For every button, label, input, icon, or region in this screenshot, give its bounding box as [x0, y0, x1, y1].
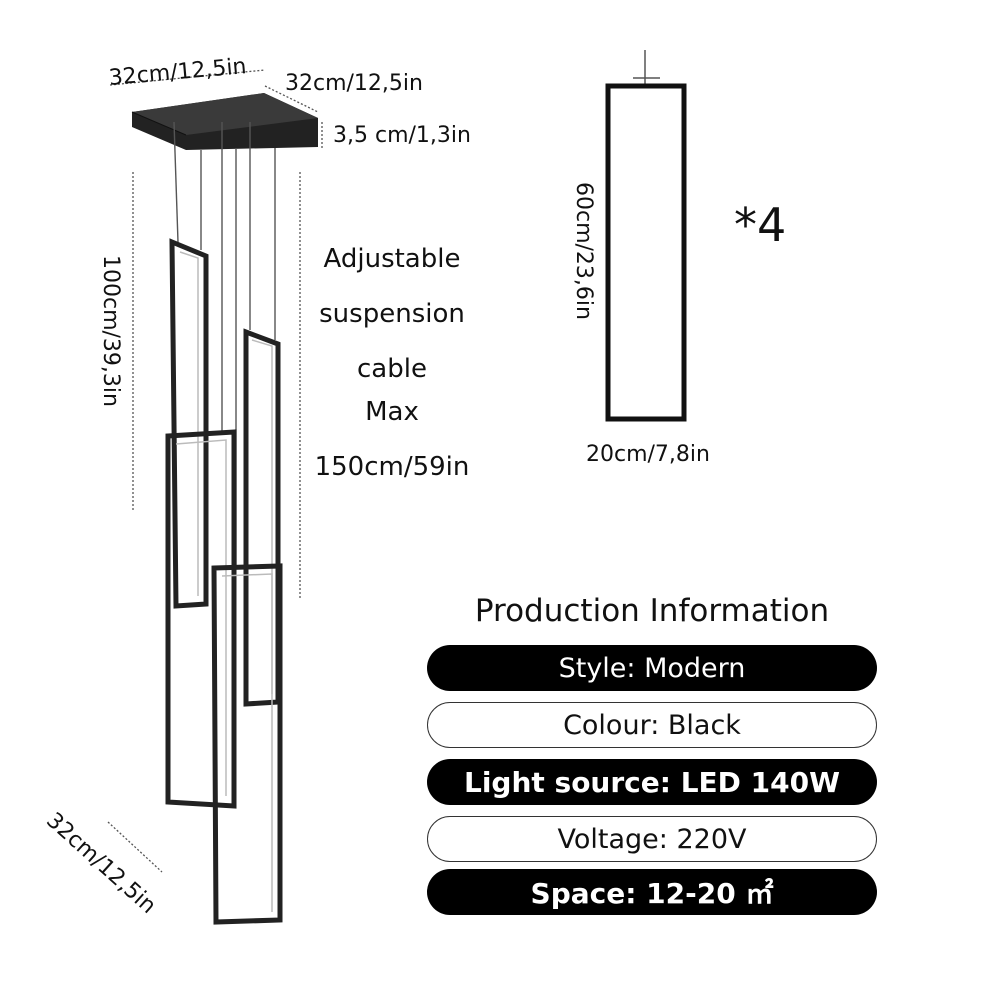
panel-frame-1: [169, 238, 209, 609]
panel-width-label: 20cm/7,8in: [586, 442, 710, 467]
info-title: Production Information: [474, 593, 830, 629]
canopy-depth-label: 32cm/12,5in: [285, 71, 423, 96]
drop-height-label: 100cm/39,3in: [98, 255, 123, 407]
info-row-colour: Colour: Black: [427, 702, 877, 748]
panel-frame-2: [243, 328, 281, 707]
panel-frame-4: [211, 563, 283, 925]
info-row-voltage: Voltage: 220V: [427, 816, 877, 862]
cable-note-line3: cable: [357, 354, 427, 384]
canopy-top: [132, 93, 318, 135]
panel-frame-3: [165, 429, 237, 809]
panel-height-label: 60cm/23,6in: [571, 182, 596, 320]
quantity-label: *4: [734, 198, 787, 252]
canopy-height-label: 3,5 cm/1,3in: [333, 123, 471, 148]
detail-panel-frame: [605, 83, 687, 422]
info-row-style: Style: Modern: [427, 645, 877, 691]
info-row-light-source: Light source: LED 140W: [427, 759, 877, 805]
cable-note-line1: Adjustable: [323, 244, 461, 274]
suspension-cables: [173, 121, 276, 567]
dimension-lines: [107, 69, 323, 873]
cable-note-line5: 150cm/59in: [314, 452, 470, 482]
cable-note-line4: Max: [365, 397, 419, 427]
info-row-space: Space: 12-20 ㎡: [427, 869, 877, 915]
cable-note-line2: suspension: [319, 299, 465, 329]
